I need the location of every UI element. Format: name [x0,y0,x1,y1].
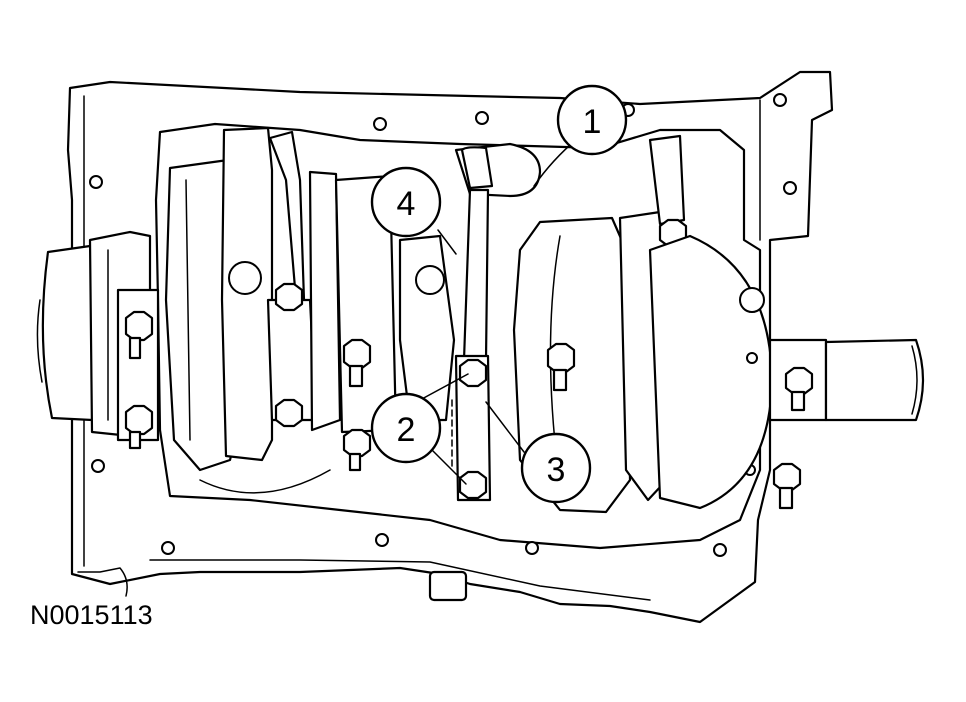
callout-1: 1 [556,84,628,156]
crank-counterweight-1 [164,126,274,472]
oil-drain-plug [428,570,468,602]
connecting-rod-1 [266,130,318,428]
callout-4-label: 4 [397,185,416,223]
crankshaft-rear-flange [768,338,925,510]
main-bearing-cap-left [116,288,160,450]
engine-block-outline [66,70,834,624]
callout-4: 4 [370,166,442,238]
flange-bolt-holes [89,93,797,557]
crankcase-inner-outline [154,122,762,550]
callout-2-label: 2 [397,411,416,449]
connecting-rod-2 [398,234,456,422]
callout-1-label: 1 [583,103,602,141]
special-tool-bar [451,142,542,502]
figure-id-label: N0015113 [30,600,153,630]
callout-2: 2 [370,392,442,464]
callout-3: 3 [520,432,592,504]
crank-counterweight-2 [199,170,398,494]
callout-3-label: 3 [547,451,566,489]
